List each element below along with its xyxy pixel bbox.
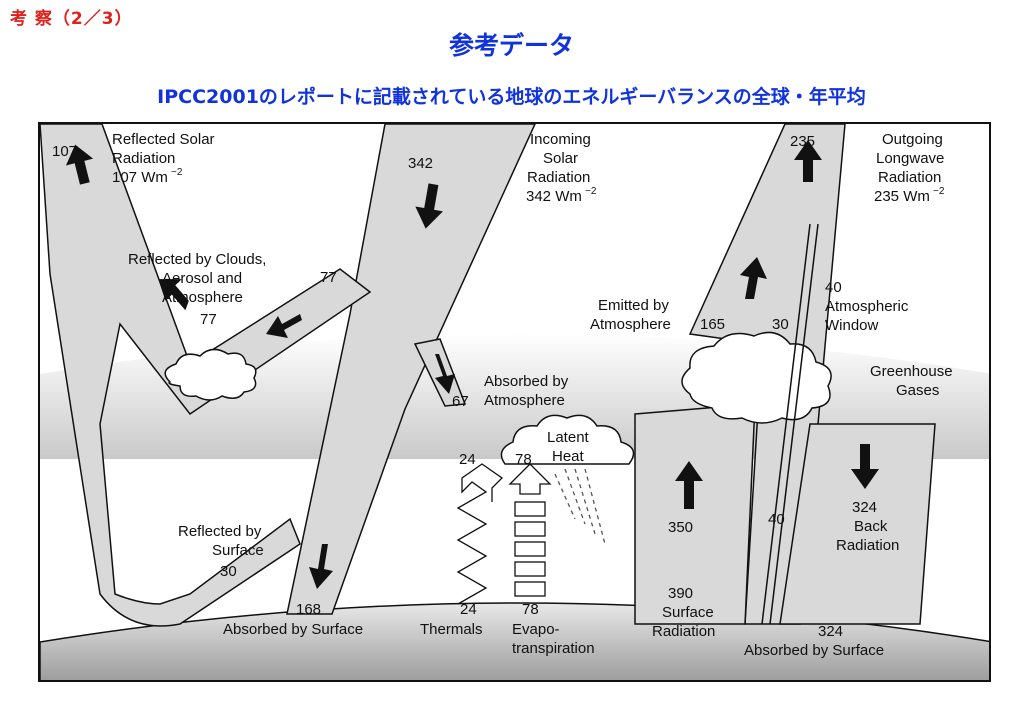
label-reflected-clouds-2: Aerosol and [162,270,242,287]
label-reflected-solar-2: Radiation [112,150,175,167]
label-surface-rad-2: Radiation [652,623,715,640]
arrow-clouds-in [266,314,302,338]
arrow-absorbed-surface [309,544,333,589]
label-emitted-1: Emitted by [598,297,669,314]
label-latent-2: Heat [552,448,585,465]
label-reflected-clouds-1: Reflected by Clouds, [128,251,266,268]
label-reflected-surface-1: Reflected by [178,523,262,540]
arrow-outgoing-up [794,140,822,182]
label-back-1: Back [854,518,888,535]
label-outgoing-2: Longwave [876,150,944,167]
page-title: 参考データ [448,31,574,60]
label-window-1: Atmospheric [825,298,909,315]
label-168: 168 [296,601,321,618]
absorbed-atmosphere-beam [413,338,467,407]
label-evapo-2: transpiration [512,640,595,657]
arrow-incoming-down [415,183,443,229]
label-back-2: Radiation [836,537,899,554]
label-incoming-2: Solar [543,150,578,167]
label-outgoing-1: Outgoing [882,131,943,148]
label-outgoing-exp: −2 [933,186,945,197]
label-absorbed-atm-2: Atmosphere [484,392,565,409]
label-incoming-3: Radiation [527,169,590,186]
arrow-clouds-left [158,279,189,311]
label-40: 40 [825,279,842,296]
label-24-top: 24 [459,451,476,468]
back-radiation-beam [779,423,936,625]
label-165: 165 [700,316,725,333]
label-77: 77 [320,269,337,286]
label-30-surface: 30 [220,563,237,580]
label-67: 67 [452,393,469,410]
arrow-surface-up [675,461,703,509]
arrow-absorbed-atm [435,354,455,394]
thermals-zigzag [456,463,504,605]
page-subtitle: IPCC2001のレポートに記載されている地球のエネルギーバランスの全球・年平均 [157,86,866,108]
section-label: 考 察（2／3） [10,9,133,29]
label-342: 342 [408,155,433,172]
label-incoming-exp: −2 [585,186,597,197]
label-greenhouse-2: Gases [896,382,939,399]
arrow-emitted-up [740,257,767,299]
label-incoming-1: Incoming [530,131,591,148]
flow-arrows [65,140,879,589]
label-window-2: Window [825,317,879,334]
label-absorbed-surface-2: Absorbed by Surface [744,642,884,659]
window-channel [761,223,819,625]
diagram-svg: 107 Reflected Solar Radiation 107 Wm −2 … [40,124,989,680]
arrow-reflected-up [65,144,94,185]
label-24-bottom: 24 [460,601,477,618]
cloud-left [164,348,257,401]
label-324-back: 324 [852,499,877,516]
label-outgoing-3: Radiation [878,169,941,186]
label-greenhouse-1: Greenhouse [870,363,953,380]
surface-radiation-beam [634,403,756,625]
label-30-window: 30 [772,316,789,333]
label-evapo-1: Evapo- [512,621,560,638]
label-incoming-4: 342 Wm [526,188,582,205]
label-thermals: Thermals [420,621,483,638]
label-324-surface: 324 [818,623,843,640]
label-78-top: 78 [515,451,532,468]
label-reflected-solar-3: 107 Wm [112,169,168,186]
label-77-in: 77 [200,311,217,328]
label-absorbed-atm-1: Absorbed by [484,373,569,390]
label-107: 107 [52,143,77,160]
label-235: 235 [790,133,815,150]
label-reflected-clouds-3: Atmosphere [162,289,243,306]
energy-balance-diagram: 107 Reflected Solar Radiation 107 Wm −2 … [38,122,991,682]
label-390: 390 [668,585,693,602]
label-reflected-solar-exp: −2 [171,167,183,178]
label-latent-1: Latent [547,429,590,446]
label-emitted-2: Atmosphere [590,316,671,333]
label-outgoing-4: 235 Wm [874,188,930,205]
label-reflected-surface-2: Surface [212,542,264,559]
label-78-bottom: 78 [522,601,539,618]
label-350: 350 [668,519,693,536]
label-40-low: 40 [768,511,785,528]
label-absorbed-surface-1: Absorbed by Surface [223,621,363,638]
label-reflected-solar-1: Reflected Solar [112,131,215,148]
rain-streaks [554,468,606,545]
cloud-latent [500,414,635,465]
arrow-back-down [851,444,879,489]
label-surface-rad-1: Surface [662,604,714,621]
evapo-column [508,463,552,597]
incoming-solar-beam [286,124,536,615]
